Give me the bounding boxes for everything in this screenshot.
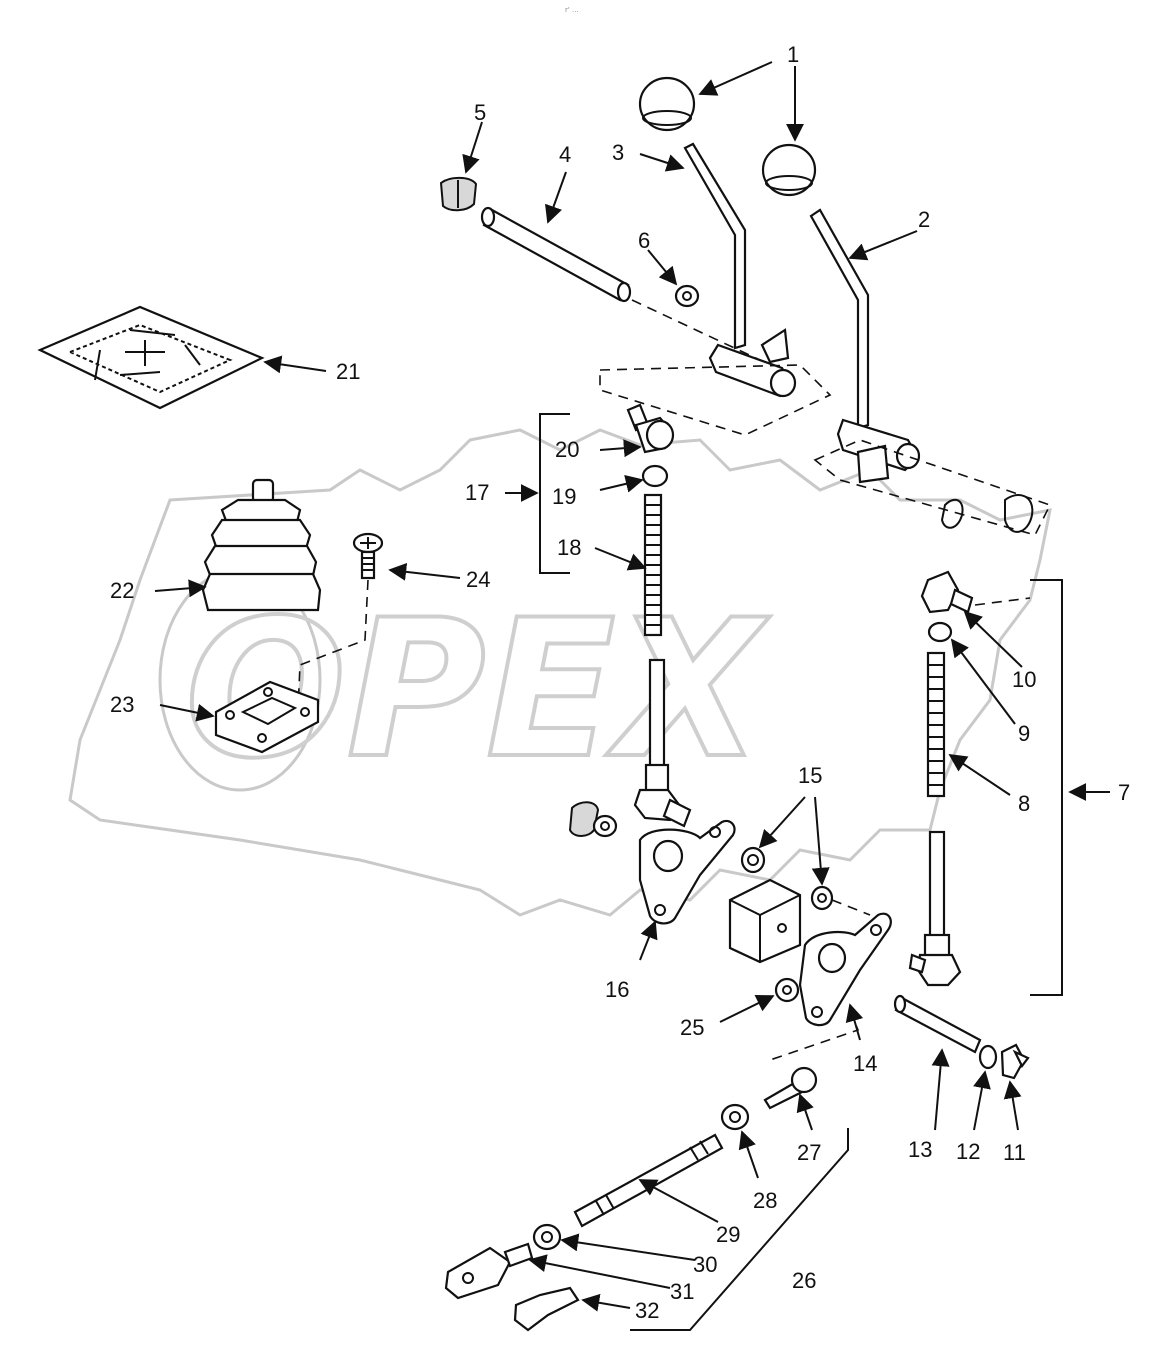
callout-6: 6 (638, 228, 650, 253)
screw-part-24 (352, 532, 384, 580)
washer-part-25 (774, 977, 800, 1003)
callout-25: 25 (680, 1015, 704, 1040)
rod-part-18 (643, 493, 663, 637)
tube-lower-part-18 (633, 658, 692, 828)
callout-16: 16 (605, 977, 629, 1002)
callout-12: 12 (956, 1139, 980, 1164)
assembly-line (631, 299, 761, 361)
nut-part-19 (641, 464, 669, 488)
callout-3: 3 (612, 140, 624, 165)
nut-part-6 (674, 284, 700, 308)
callout-21: 21 (336, 359, 360, 384)
callout-7: 7 (1118, 780, 1130, 805)
clip-part-11 (1000, 1043, 1030, 1080)
callout-29: 29 (716, 1222, 740, 1247)
callout-9: 9 (1018, 721, 1030, 746)
clip-and-washer (568, 801, 618, 838)
pin-part-13 (893, 994, 982, 1054)
callout-4: 4 (559, 142, 571, 167)
joint-assembly-line (974, 597, 1031, 606)
callout-19: 19 (552, 484, 576, 509)
spring-clips (940, 494, 1034, 533)
callout-18: 18 (557, 535, 581, 560)
rod-part-4 (480, 206, 632, 303)
bushing-part-15b (810, 885, 834, 911)
bracket-part-7 (1030, 579, 1063, 996)
nut-part-30 (532, 1223, 562, 1251)
callout-23: 23 (110, 692, 134, 717)
callout-11: 11 (1003, 1140, 1026, 1165)
callout-8: 8 (1018, 791, 1030, 816)
callout-10: 10 (1012, 667, 1036, 692)
callout-17: 17 (465, 480, 489, 505)
tube-lower-part-7 (908, 830, 962, 987)
callout-24: 24 (466, 567, 490, 592)
callout-15: 15 (798, 763, 822, 788)
callout-5: 5 (474, 100, 486, 125)
callout-13: 13 (908, 1137, 932, 1162)
callout-2: 2 (918, 207, 930, 232)
boot-part-22 (201, 478, 322, 612)
bracket-part-17 (539, 413, 570, 574)
washer-part-12 (978, 1044, 998, 1070)
bellcrank-part-16 (638, 819, 736, 925)
decal-part-21 (37, 305, 265, 410)
clip-part-32 (513, 1286, 580, 1332)
callout-1: 1 (787, 42, 799, 67)
ball-joint-part-20 (626, 403, 675, 454)
screw-assembly-line (297, 579, 369, 711)
callout-30: 30 (693, 1252, 717, 1277)
callout-27: 27 (797, 1140, 821, 1165)
ball-joint-part-10 (920, 570, 974, 614)
lever-part-3 (683, 142, 797, 398)
bellcrank-part-14 (798, 912, 892, 1027)
callout-labels: 1 2 3 4 5 6 7 8 9 10 11 12 13 14 15 16 1… (110, 42, 1130, 1323)
clip-part-5 (439, 176, 478, 212)
plate-part-23 (214, 680, 320, 754)
callout-20: 20 (555, 437, 579, 462)
callout-31: 31 (670, 1279, 694, 1304)
callout-22: 22 (110, 578, 134, 603)
assembly-plate-outline (599, 364, 832, 436)
nut-part-9 (927, 621, 953, 643)
bushing-part-15a (740, 846, 766, 874)
bracket-part-26 (630, 1128, 849, 1331)
pivot-pin-part-27 (763, 1066, 818, 1110)
rod-part-8 (926, 651, 946, 798)
leader-lines (154, 61, 1110, 1312)
clevis-part-31 (444, 1242, 534, 1300)
pivot-block (728, 878, 802, 964)
knob-part-1b (761, 143, 817, 197)
lever-part-2 (809, 208, 921, 484)
callout-32: 32 (635, 1298, 659, 1323)
bushing-assembly-line (831, 899, 871, 916)
assembly-plate-outline-2 (813, 439, 1052, 536)
knob-part-1a (638, 76, 696, 132)
callout-26: 26 (792, 1268, 816, 1293)
callout-14: 14 (853, 1051, 877, 1076)
nut-part-28 (720, 1103, 750, 1131)
top-mark: r' ... (565, 6, 579, 14)
callout-28: 28 (753, 1188, 777, 1213)
